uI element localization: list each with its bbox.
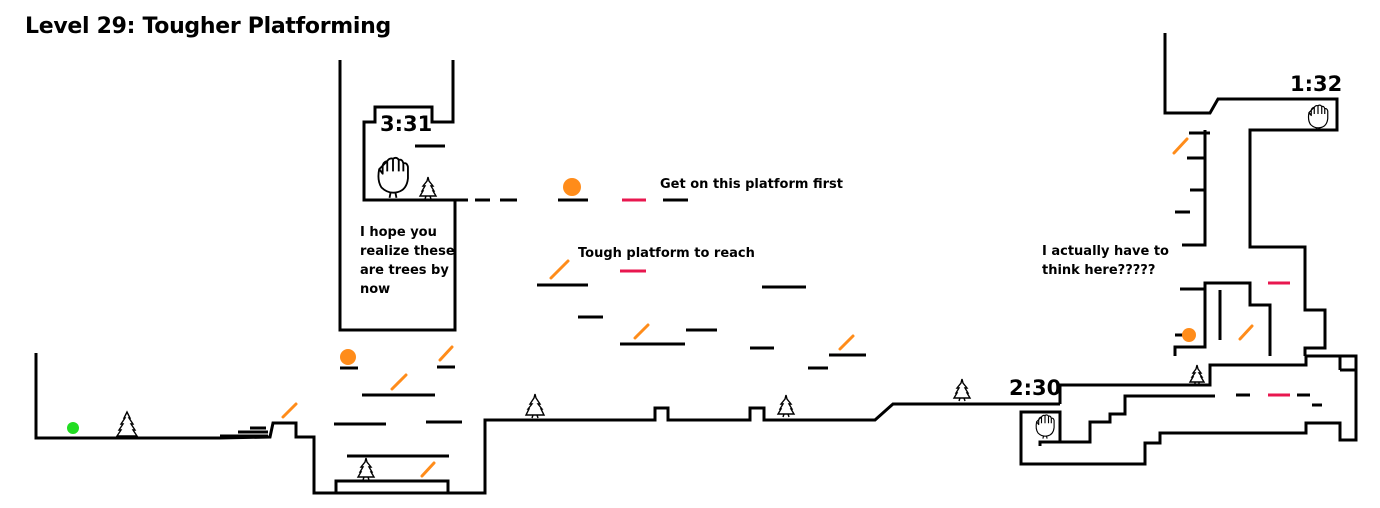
think-note-line: think here????? — [1042, 263, 1156, 278]
gloves — [377, 104, 1329, 439]
trees-note: I hope you realize these are trees by no… — [360, 223, 455, 299]
glove-icon — [1307, 104, 1329, 131]
orb — [563, 178, 581, 196]
spring — [549, 259, 570, 280]
orb — [340, 349, 356, 365]
pit-platform — [334, 479, 450, 493]
trees-note-line: realize these — [360, 244, 455, 259]
timer-right-glove: 1:32 — [1290, 72, 1343, 96]
spring — [390, 373, 408, 391]
glove-icon — [1035, 414, 1055, 439]
spring — [438, 345, 454, 362]
player-start — [67, 422, 79, 434]
spring — [838, 334, 855, 351]
trees-note-line: I hope you — [360, 225, 437, 240]
glove-icon — [377, 156, 409, 199]
right-lower-inner — [1038, 440, 1060, 446]
think-note: I actually have to think here????? — [1042, 242, 1169, 280]
terrain-walls — [34, 33, 1358, 495]
right-tower-left-wall — [1182, 130, 1207, 247]
tree-icon — [1188, 364, 1206, 385]
tree-room-wall — [338, 60, 457, 332]
tree-icon — [356, 457, 376, 481]
think-note-line: I actually have to — [1042, 244, 1169, 259]
tree-icon — [418, 176, 438, 200]
tree-icon — [952, 378, 972, 402]
timer-left-glove: 3:31 — [380, 112, 433, 136]
springs — [281, 137, 1254, 478]
right-tower-inner — [1173, 281, 1272, 356]
trees-note-line: now — [360, 282, 391, 297]
platform-first-note: Get on this platform first — [660, 177, 843, 192]
moving-platforms — [620, 198, 1290, 397]
spring — [633, 323, 650, 340]
tough-platform-note: Tough platform to reach — [578, 246, 755, 261]
orbs — [340, 178, 1196, 365]
trees-note-line: are trees by — [360, 263, 449, 278]
tree-icon — [115, 410, 139, 440]
spring — [1238, 324, 1254, 341]
main-ground — [34, 353, 1060, 495]
spring — [1172, 137, 1189, 155]
tree-icon — [776, 394, 796, 418]
spring — [420, 461, 436, 478]
orb — [1182, 328, 1196, 342]
right-lower-outline — [1019, 354, 1358, 466]
level-title: Level 29: Tougher Platforming — [25, 14, 391, 39]
spring — [281, 402, 298, 419]
right-tower-wall — [1163, 33, 1339, 356]
tree-icon — [524, 393, 546, 419]
trees — [115, 176, 1206, 481]
timer-lower-glove: 2:30 — [1009, 376, 1062, 400]
